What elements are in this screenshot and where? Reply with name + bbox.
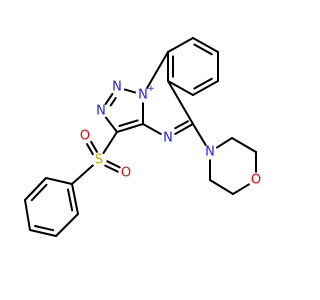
bond-b3-b4 xyxy=(192,80,219,96)
bond-b4-b5 xyxy=(167,80,194,96)
bond-b1-b2 xyxy=(192,37,219,53)
atom-n3-label: N xyxy=(96,104,106,119)
bond-p4-p5 xyxy=(24,199,31,231)
bond-b6-b1 xyxy=(167,37,194,53)
bond-c3-s1 xyxy=(102,131,118,155)
atom-o1-label: O xyxy=(121,166,131,181)
bond-s1-o1-second xyxy=(106,160,121,169)
bond-p5-p6-inner xyxy=(30,183,48,202)
atom-n3-background xyxy=(93,103,109,119)
bond-c3-c3a-inner xyxy=(118,119,139,127)
bond-p1-p2-inner xyxy=(67,188,74,212)
atom-n2-background xyxy=(109,79,125,95)
bond-o3-m3 xyxy=(232,183,251,195)
bond-s1-o2 xyxy=(90,140,98,153)
bond-m1-m2 xyxy=(231,137,257,153)
bond-p5-p6 xyxy=(24,177,47,201)
bond-p2-p3 xyxy=(55,213,79,237)
bond-n3-c3 xyxy=(104,116,118,133)
bond-p1-p2 xyxy=(71,183,79,215)
atom-n4-background xyxy=(160,130,176,146)
atom-n4-label: N xyxy=(163,131,173,146)
atom-n1-background xyxy=(135,87,151,103)
atom-n2-label: N xyxy=(112,80,122,95)
atom-o3-label: O xyxy=(251,173,261,188)
bond-n2-n3 xyxy=(104,92,114,106)
bond-c5-nq-inner xyxy=(174,120,189,130)
atom-o2-background xyxy=(77,128,93,144)
bond-b3-b4-inner xyxy=(193,77,213,90)
bond-s1-o2-second xyxy=(86,143,94,156)
bond-c3-c3a xyxy=(116,123,144,133)
atom-s1-background xyxy=(91,152,107,168)
bond-b1-b2-inner xyxy=(193,43,213,56)
atom-o2-label: O xyxy=(80,129,90,144)
bond-p3-p4 xyxy=(29,229,57,237)
bond-n1-n2 xyxy=(123,88,137,94)
atom-s1-label: S xyxy=(95,153,103,168)
bond-p3-p4-inner xyxy=(34,225,55,232)
bond-nq-c3a xyxy=(142,123,162,136)
bond-b5-c5 xyxy=(167,80,194,125)
atom-o3-background xyxy=(248,172,264,188)
bond-n1-b6 xyxy=(146,51,169,90)
bond-s1-p1 xyxy=(71,164,94,185)
bond-m3-m4 xyxy=(209,179,234,195)
bond-c5-n4 xyxy=(192,123,207,147)
bond-p6-p1 xyxy=(45,177,73,185)
bond-layer xyxy=(24,37,257,237)
atom-n5-label: N xyxy=(205,145,215,160)
charge-n1-label: + xyxy=(147,84,155,94)
atom-n5-background xyxy=(202,144,218,160)
bond-c5-nq xyxy=(174,123,194,136)
bond-n2-n3-inner xyxy=(109,97,117,107)
atom-n1-label: N xyxy=(138,88,148,103)
bond-s1-o1 xyxy=(104,164,119,173)
bond-n4-m1 xyxy=(215,137,233,149)
atom-o1-background xyxy=(118,165,134,181)
